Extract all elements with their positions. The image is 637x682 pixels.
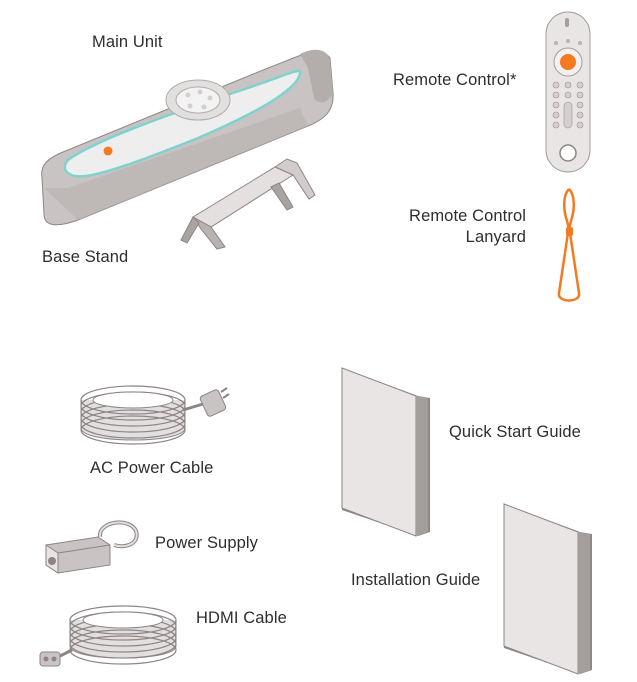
quick-start-guide-illustration bbox=[338, 366, 438, 538]
base-stand-illustration bbox=[175, 155, 320, 250]
main-unit-illustration bbox=[38, 38, 338, 238]
lanyard-label-line2: Lanyard bbox=[465, 228, 526, 246]
base-stand-label: Base Stand bbox=[42, 248, 129, 266]
power-supply-illustration bbox=[38, 515, 143, 585]
main-unit-label: Main Unit bbox=[92, 33, 163, 51]
hdmi-cable-label: HDMI Cable bbox=[196, 609, 287, 627]
ac-power-cable-illustration bbox=[75, 378, 235, 453]
installation-guide-illustration bbox=[500, 502, 600, 677]
installation-guide-label: Installation Guide bbox=[351, 571, 481, 589]
power-supply-label: Power Supply bbox=[155, 534, 259, 552]
lanyard-illustration bbox=[555, 185, 585, 307]
lanyard-label-line1: Remote Control bbox=[409, 207, 526, 225]
ac-power-cable-label: AC Power Cable bbox=[90, 459, 214, 477]
quick-start-guide-label: Quick Start Guide bbox=[449, 423, 581, 441]
hdmi-cable-illustration bbox=[36, 600, 186, 672]
remote-control-illustration bbox=[544, 10, 594, 175]
remote-control-label: Remote Control* bbox=[393, 71, 517, 89]
